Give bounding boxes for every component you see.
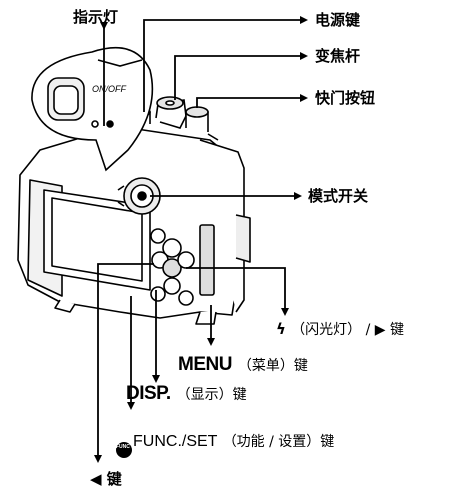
func-word: FUNC./SET bbox=[133, 433, 218, 450]
indicator-callout bbox=[31, 46, 154, 172]
disp-rest: （显示）键 bbox=[176, 387, 247, 403]
func-rest: （功能 / 设置）键 bbox=[222, 434, 335, 450]
label-power-button: 电源键 bbox=[315, 11, 361, 29]
label-shutter-button: 快门按钮 bbox=[315, 89, 376, 107]
leader-lines bbox=[97, 19, 300, 455]
label-flash-key: ϟ （闪光灯） / ▶ 键 bbox=[276, 320, 404, 339]
label-disp-key: DISP. （显示）键 bbox=[126, 383, 247, 404]
func-set-icon: FUNC SET bbox=[116, 442, 141, 458]
disp-word: DISP. bbox=[126, 383, 171, 404]
housing-body bbox=[17, 127, 251, 325]
label-zoom-lever: 变焦杆 bbox=[315, 47, 361, 65]
label-mode-switch: 模式开关 bbox=[308, 187, 369, 205]
label-func-set-key: FUNC SETFUNC./SET （功能 / 设置）键 bbox=[116, 432, 334, 458]
rear-buttons bbox=[150, 228, 195, 306]
arrow-heads bbox=[94, 16, 308, 463]
flash-key-text: （闪光灯） / ▶ 键 bbox=[291, 322, 404, 338]
label-menu-key: MENU （菜单）键 bbox=[178, 354, 308, 375]
on-off-text: ON/OFF bbox=[92, 84, 126, 94]
label-left-key: ◀ 键 bbox=[90, 470, 122, 488]
label-indicator: 指示灯 bbox=[73, 8, 119, 26]
menu-rest: （菜单）键 bbox=[237, 358, 308, 374]
flash-icon: ϟ bbox=[276, 320, 286, 338]
menu-word: MENU bbox=[178, 354, 232, 375]
